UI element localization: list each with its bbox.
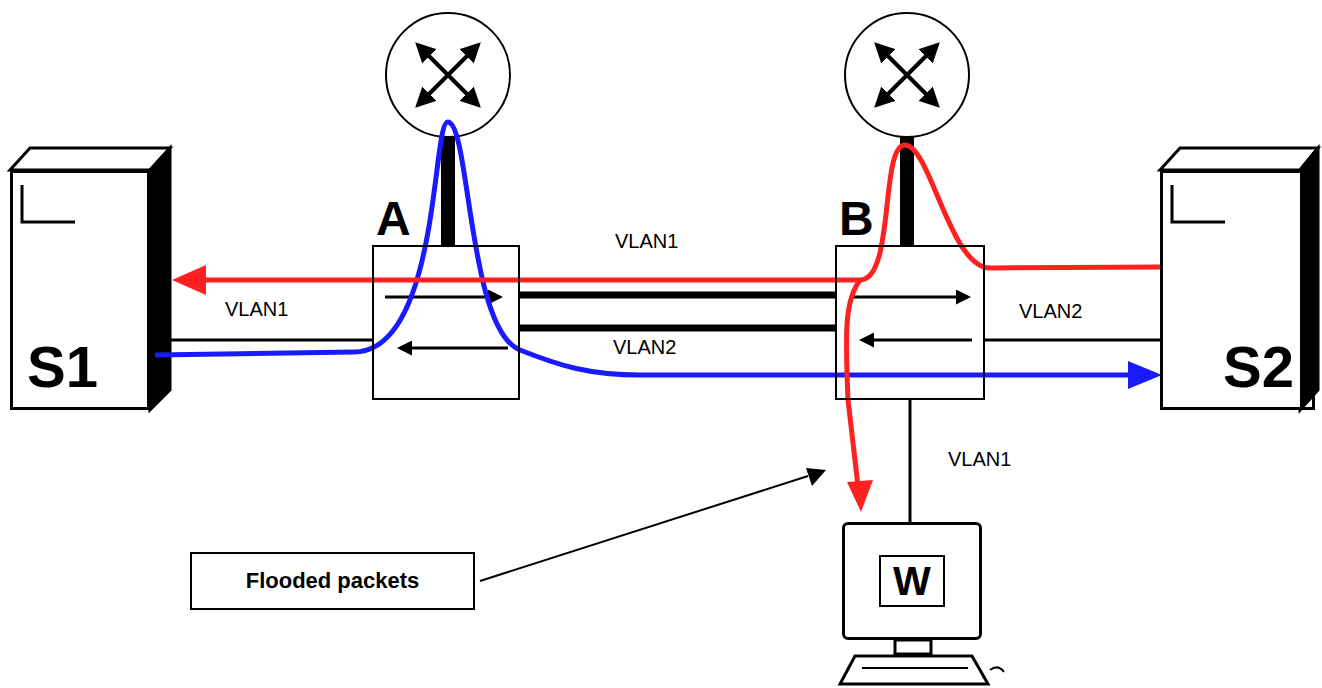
server-box: S1: [10, 170, 150, 410]
trunk-link: [520, 325, 835, 332]
server-box: S2: [1160, 170, 1315, 410]
network-link: [909, 400, 912, 522]
vlan-label: VLAN1: [945, 448, 1014, 471]
traffic-flow-red: [172, 145, 1160, 512]
server-icon: [1160, 148, 1318, 410]
server-icon: [10, 148, 170, 410]
router-icon: [386, 13, 510, 137]
node-label: S2: [1223, 335, 1294, 399]
router-stem: [441, 137, 455, 245]
network-link: [150, 339, 372, 342]
switch-name: B: [839, 193, 874, 246]
trunk-link: [520, 292, 835, 299]
workstation-monitor: W: [842, 522, 982, 640]
vlan-label: VLAN1: [222, 298, 291, 321]
node-label: Flooded packets: [246, 569, 420, 593]
network-link: [985, 339, 1160, 342]
vlan-label: VLAN2: [1016, 300, 1085, 323]
vlan-label: VLAN2: [610, 336, 679, 359]
switch-name: A: [376, 193, 411, 246]
screen-label: W: [879, 555, 945, 607]
router-icon: [845, 13, 969, 137]
vlan-label: VLAN1: [612, 230, 681, 253]
switch-box: B: [835, 245, 985, 400]
callout-box: Flooded packets: [190, 552, 475, 610]
workstation-base: [840, 522, 1004, 684]
node-label: S1: [27, 335, 98, 399]
traffic-flow-blue: [155, 122, 1162, 389]
switch-box: A: [372, 245, 520, 400]
leader-arrow: [480, 468, 826, 581]
router-stem: [900, 137, 914, 245]
